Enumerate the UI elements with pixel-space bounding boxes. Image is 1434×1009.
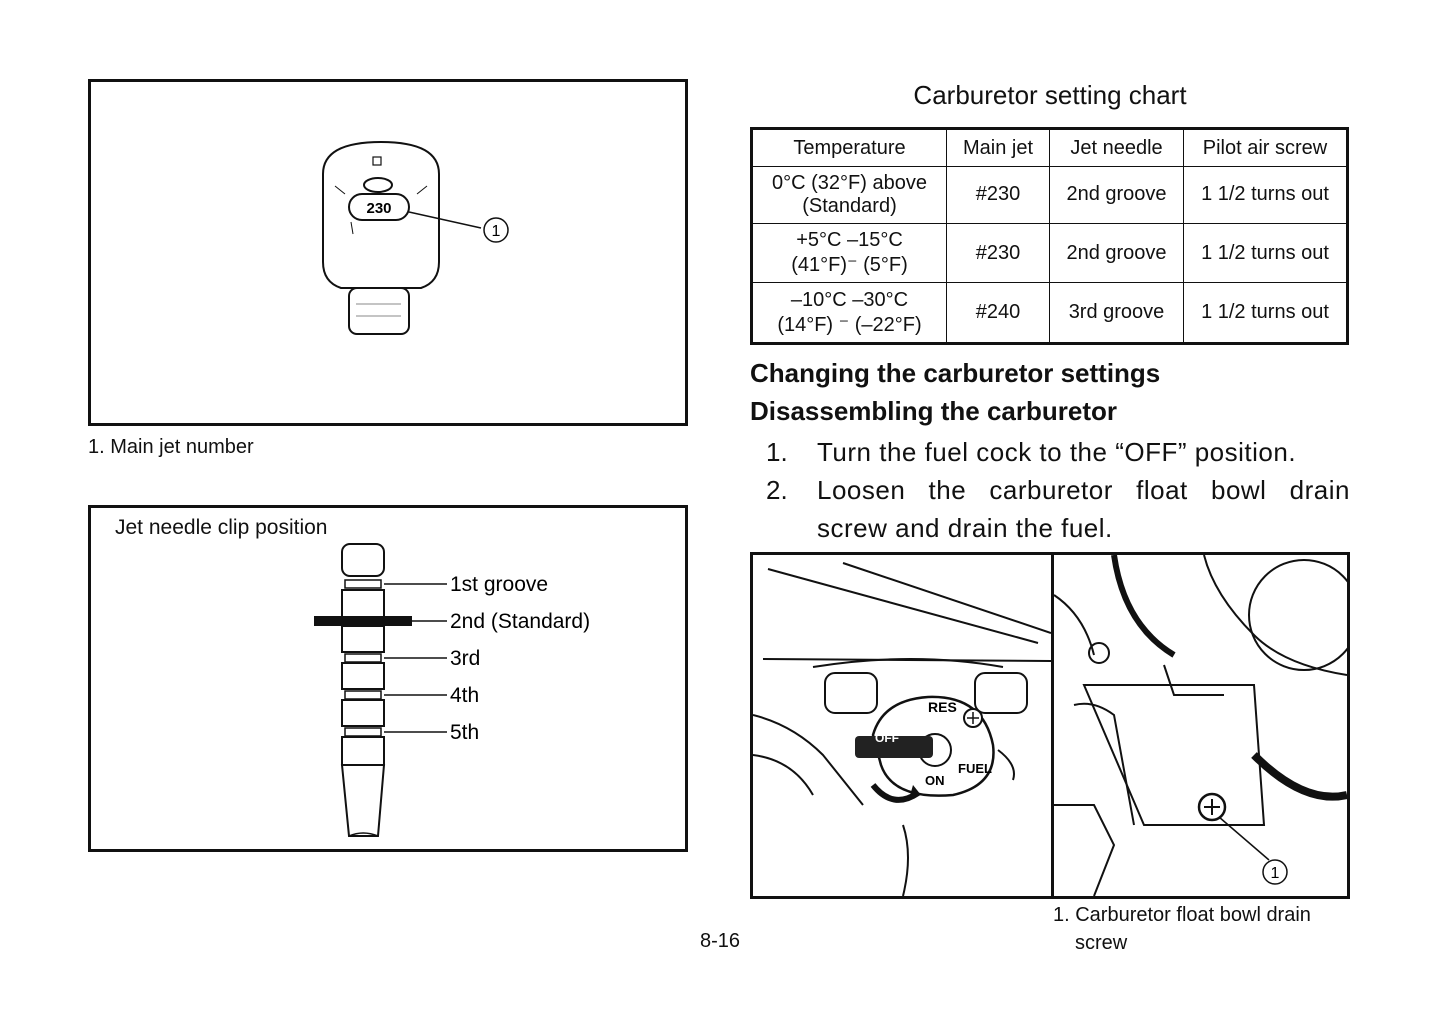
fuel-cock-figure: RES OFF ON FUEL 1 <box>750 552 1350 899</box>
cell-temperature: –10°C –30°C(14°F) ⁻ (–22°F) <box>751 282 947 344</box>
cell-main-jet: #240 <box>946 282 1050 344</box>
drain-screw-illustration: 1 <box>1054 555 1347 896</box>
cell-temperature: 0°C (32°F) above(Standard) <box>751 166 947 224</box>
callout-1-circle <box>1262 859 1288 885</box>
list-item: 2. Loosen the carburetor float bowl drai… <box>766 471 1350 547</box>
groove-label-1: 1st groove <box>450 573 548 596</box>
steps-list: 1. Turn the fuel cock to the “OFF” posit… <box>766 433 1350 547</box>
step-text: Loosen the carburetor float bowl drain s… <box>817 475 1350 543</box>
header-main-jet: Main jet <box>946 128 1050 167</box>
jet-needle-illustration: 1st groove 2nd (Standard) 3rd 4th 5th <box>314 543 590 837</box>
header-jet-needle: Jet needle <box>1049 128 1184 167</box>
header-pilot-air-screw: Pilot air screw <box>1183 128 1348 167</box>
res-label: RES <box>928 699 957 715</box>
table-row: –10°C –30°C(14°F) ⁻ (–22°F) #240 3rd gro… <box>751 282 1348 344</box>
cell-pilot-air-screw: 1 1/2 turns out <box>1183 222 1348 284</box>
jet-needle-figure: Jet needle clip position 1st groove 2nd … <box>88 505 688 852</box>
cell-jet-needle: 3rd groove <box>1049 282 1184 344</box>
table-row: 0°C (32°F) above(Standard) #230 2nd groo… <box>751 166 1348 224</box>
cell-pilot-air-screw: 1 1/2 turns out <box>1183 166 1348 224</box>
cell-jet-needle: 2nd groove <box>1049 222 1184 284</box>
callout-1: 1 <box>1271 865 1280 882</box>
jet-needle-title: Jet needle clip position <box>115 516 328 539</box>
off-label: OFF <box>875 731 899 745</box>
step-number: 2. <box>766 475 788 505</box>
page-number: 8-16 <box>699 930 741 952</box>
svg-text:230: 230 <box>366 200 391 217</box>
chart-title: Carburetor setting chart <box>913 80 1187 110</box>
cell-temperature: +5°C –15°C(41°F)⁻ (5°F) <box>751 222 947 284</box>
callout-1: 1 <box>492 223 501 240</box>
drain-screw-caption: 1. Carburetor float bowl drain screw <box>1053 904 1311 954</box>
cell-main-jet: #230 <box>946 222 1050 284</box>
step-text: Turn the fuel cock to the “OFF” position… <box>817 437 1297 467</box>
groove-label-3: 3rd <box>450 647 480 670</box>
cell-jet-needle: 2nd groove <box>1049 166 1184 224</box>
table-row: +5°C –15°C(41°F)⁻ (5°F) #230 2nd groove … <box>751 222 1348 284</box>
groove-label-2: 2nd (Standard) <box>450 610 590 633</box>
groove-label-5: 5th <box>450 721 479 744</box>
cell-pilot-air-screw: 1 1/2 turns out <box>1183 282 1348 344</box>
subsection-heading: Disassembling the carburetor <box>750 396 1117 426</box>
header-temperature: Temperature <box>751 128 947 167</box>
fuel-cock-illustration: RES OFF ON FUEL <box>753 562 1051 896</box>
carburetor-setting-table: Temperature Main jet Jet needle Pilot ai… <box>750 127 1349 345</box>
main-jet-illustration: 230 1 <box>322 140 509 335</box>
cell-main-jet: #230 <box>946 166 1050 224</box>
main-jet-figure: 230 1 <box>88 79 688 426</box>
on-label: ON <box>925 773 945 788</box>
table-header-row: Temperature Main jet Jet needle Pilot ai… <box>751 128 1348 167</box>
section-heading: Changing the carburetor settings <box>750 358 1161 388</box>
fuel-label: FUEL <box>958 761 992 776</box>
list-item: 1. Turn the fuel cock to the “OFF” posit… <box>766 433 1350 471</box>
step-number: 1. <box>766 437 788 467</box>
main-jet-caption: 1. Main jet number <box>88 436 254 458</box>
drain-screw-panel: 1 <box>1054 555 1347 896</box>
groove-label-4: 4th <box>450 684 479 707</box>
fuel-cock-panel: RES OFF ON FUEL <box>753 555 1054 896</box>
callout-1-circle <box>483 217 509 243</box>
